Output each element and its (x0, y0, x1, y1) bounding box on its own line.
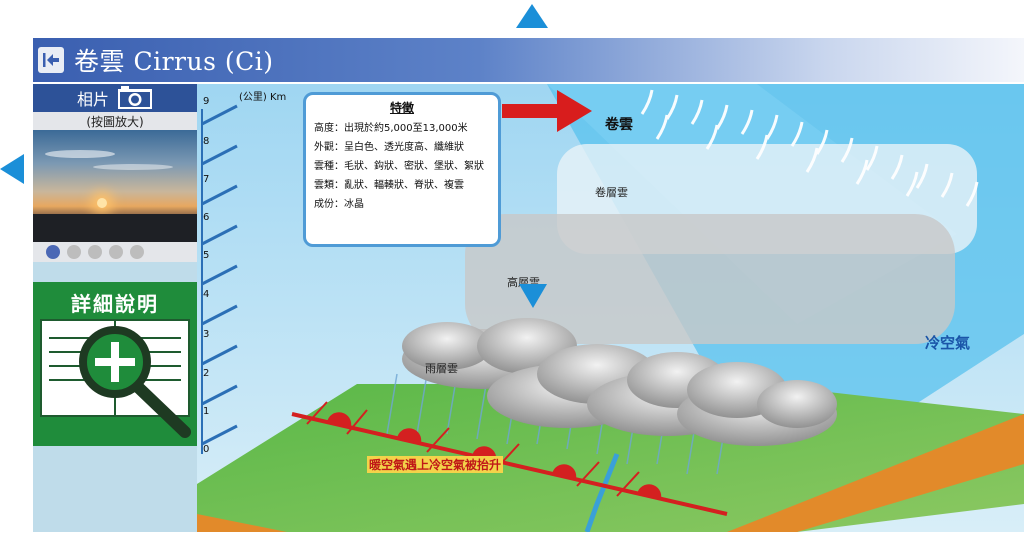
altitude-tick: 5 (203, 250, 210, 261)
header-bar: 卷雲 Cirrus (Ci) (33, 38, 1024, 82)
photo-label: 相片 (76, 90, 109, 109)
altitude-tick: 0 (203, 444, 210, 455)
label-cirrostratus: 卷層雲 (595, 186, 628, 199)
nav-up-arrow-icon[interactable] (516, 4, 548, 28)
feature-composition: 成份：冰晶 (314, 199, 364, 210)
photo-dot-3[interactable] (88, 245, 102, 259)
photo-dot-1[interactable] (46, 245, 60, 259)
altitude-tick: 2 (203, 368, 210, 379)
altitude-tick: 9 (203, 96, 210, 107)
altitude-tick: 8 (203, 136, 210, 147)
feature-height: 高度：出現於約5,000至13,000米 (314, 123, 468, 134)
features-title: 特徵 (389, 101, 414, 115)
back-arrow-icon (43, 53, 59, 67)
altitude-tick: 4 (203, 289, 210, 300)
feature-varieties: 雲類：亂狀、輻輳狀、脊狀、複雲 (314, 180, 464, 191)
altitude-tick: 1 (203, 406, 210, 417)
photo-dot-5[interactable] (130, 245, 144, 259)
nav-down-arrow-icon[interactable] (519, 284, 547, 308)
cloud-diagram: (公里) Km 9 8 7 6 5 4 3 2 1 0 特徵 高度：出現於約5,… (197, 84, 1024, 532)
photo-dot-2[interactable] (67, 245, 81, 259)
sun-icon (97, 198, 107, 208)
features-box: 特徵 高度：出現於約5,000至13,000米 外觀：呈白色、透光度高、纖維狀 … (303, 92, 501, 247)
detail-button[interactable]: 詳細說明 (33, 282, 197, 446)
page-title: 卷雲 Cirrus (Ci) (74, 47, 274, 76)
detail-label: 詳細說明 (71, 292, 159, 316)
feature-species: 雲種：毛狀、鈎狀、密狀、堡狀、絮狀 (314, 161, 484, 172)
photo-header: 相片 (33, 84, 197, 112)
camera-icon[interactable] (117, 86, 153, 110)
feature-appearance: 外觀：呈白色、透光度高、纖維狀 (314, 142, 464, 153)
label-warm-air-lifted: 暖空氣遇上冷空氣被抬升 (367, 456, 504, 473)
cloud-photo[interactable] (33, 130, 197, 242)
label-cold-air: 冷空氣 (925, 334, 971, 352)
back-button[interactable] (38, 47, 64, 73)
photo-pagination (33, 242, 197, 262)
altitude-tick: 6 (203, 212, 210, 223)
magnifier-document-icon (40, 319, 191, 438)
nav-left-arrow-icon[interactable] (0, 154, 24, 184)
altitude-unit: (公里) Km (239, 92, 287, 103)
photo-hint: (按圖放大) (33, 112, 197, 130)
label-nimbostratus: 雨層雲 (425, 362, 458, 375)
label-cirrus: 卷雲 (605, 117, 633, 133)
altitude-tick: 3 (203, 329, 210, 340)
sidebar: 相片 (按圖放大) 詳細說明 (33, 84, 197, 532)
altitude-tick: 7 (203, 174, 210, 185)
photo-dot-4[interactable] (109, 245, 123, 259)
